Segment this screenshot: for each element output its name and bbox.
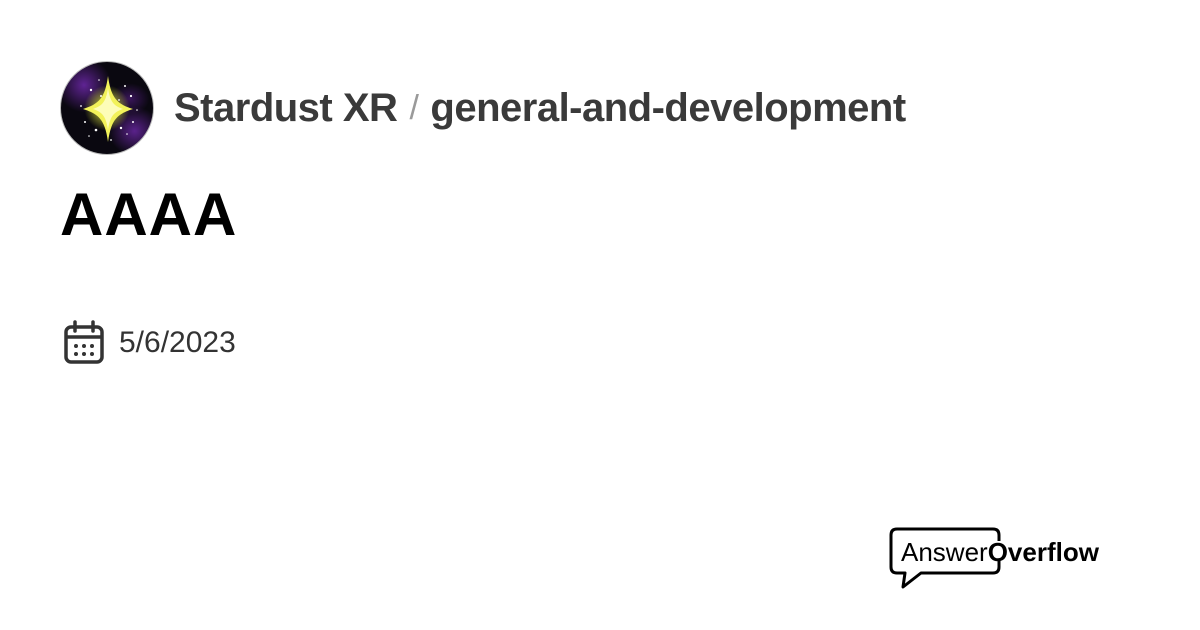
- channel-name[interactable]: general-and-development: [430, 85, 906, 130]
- header: Stardust XR / general-and-development: [60, 60, 906, 156]
- server-avatar[interactable]: [60, 61, 154, 155]
- post-title: AAAA: [60, 181, 238, 248]
- breadcrumb: Stardust XR / general-and-development: [174, 86, 906, 131]
- calendar-icon: [64, 320, 104, 364]
- post-date: 5/6/2023: [63, 320, 236, 366]
- star-icon: [80, 76, 138, 142]
- breadcrumb-separator: /: [409, 88, 419, 127]
- server-name[interactable]: Stardust XR: [174, 85, 398, 130]
- date-text: 5/6/2023: [119, 326, 236, 359]
- answer-overflow-logo[interactable]: AnswerOverflow: [889, 527, 1119, 591]
- logo-overflow: Overflow: [987, 537, 1099, 567]
- logo-answer: Answer: [901, 537, 988, 567]
- speech-bubble-icon: [889, 527, 1003, 589]
